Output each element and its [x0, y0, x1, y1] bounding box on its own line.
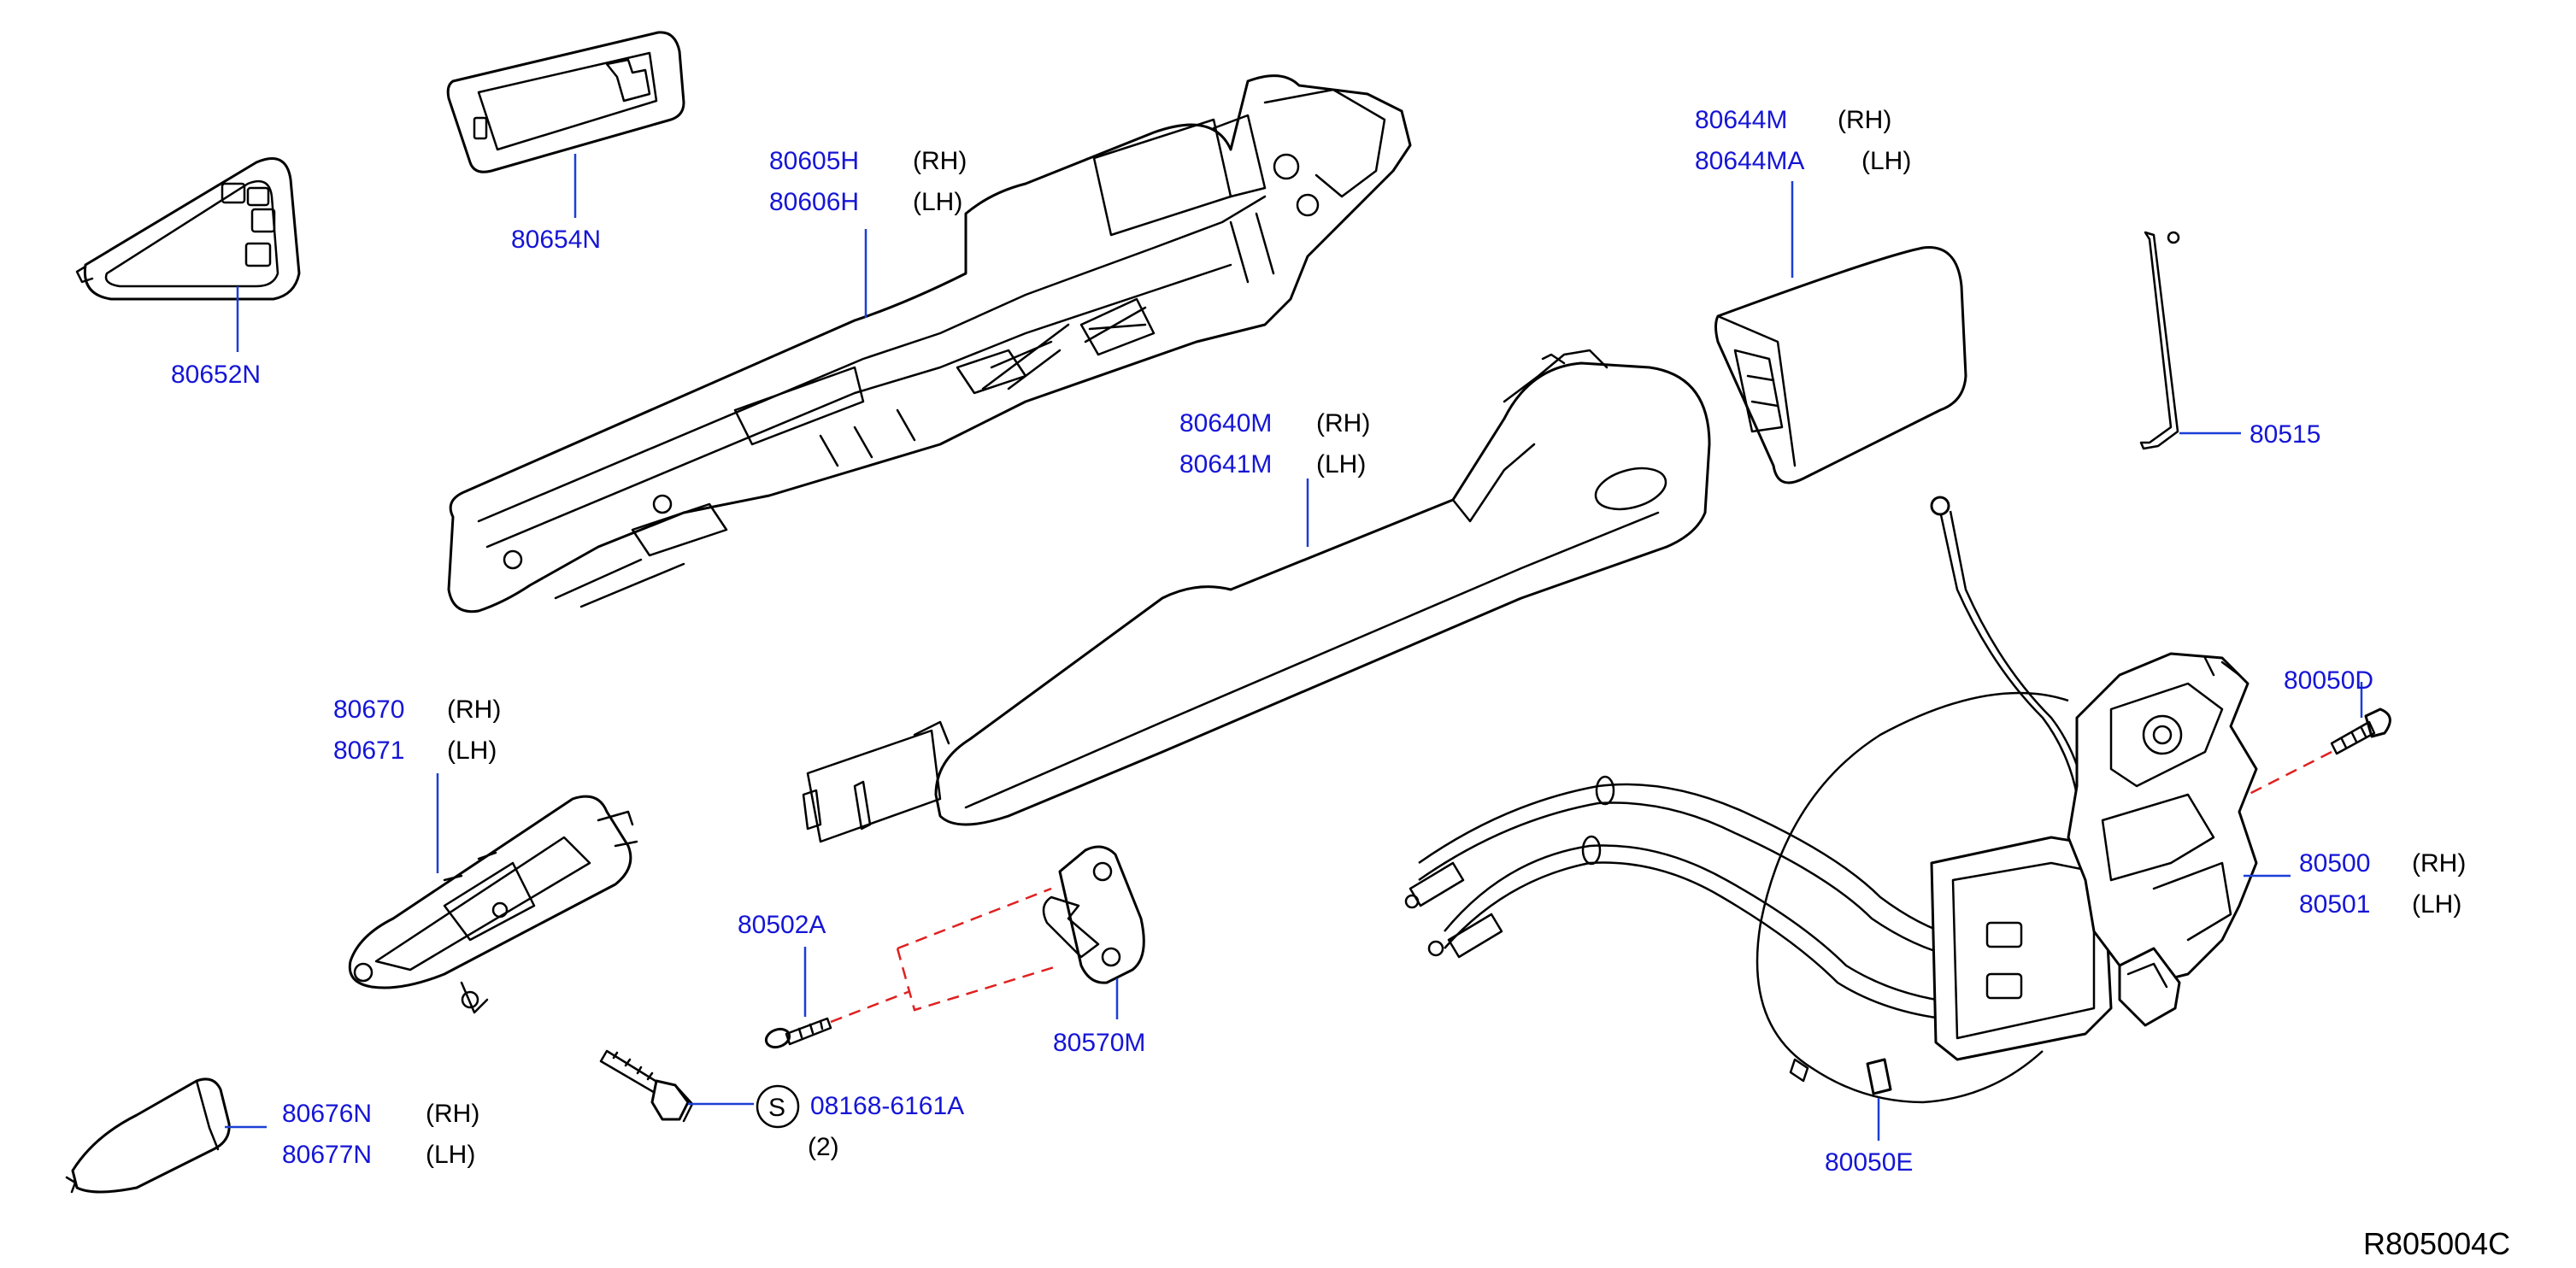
- label-80654N: 80654N: [511, 226, 601, 254]
- label-80641M: 80641M: [1179, 450, 1272, 478]
- label-80670-side: (RH): [447, 696, 501, 724]
- label-80641M-side: (LH): [1316, 450, 1366, 478]
- part-80050D-screw: [2330, 707, 2391, 755]
- label-80606H-side: (LH): [913, 188, 962, 216]
- label-08168-6161A-qty: (2): [808, 1133, 839, 1161]
- part-80502A-screw: [764, 1017, 832, 1049]
- part-80652N-escutcheon: [75, 157, 301, 301]
- label-80671: 80671: [333, 737, 404, 765]
- part-80500-latch-assembly: [1404, 496, 2258, 1104]
- s-symbol-circle: [756, 1084, 800, 1129]
- label-80501-side: (LH): [2412, 890, 2461, 919]
- label-80644MA: 80644MA: [1695, 147, 1804, 175]
- label-80671-side: (LH): [447, 737, 497, 765]
- part-80515-rod: [2139, 231, 2180, 450]
- label-80570M: 80570M: [1053, 1029, 1145, 1057]
- label-80670: 80670: [333, 696, 404, 724]
- label-80652N: 80652N: [171, 361, 261, 389]
- label-80515: 80515: [2250, 420, 2320, 449]
- part-80654N-gasket: [446, 31, 685, 173]
- part-80640M-outer-handle: [802, 349, 1711, 843]
- label-80606H: 80606H: [769, 188, 859, 216]
- label-80050D: 80050D: [2284, 666, 2373, 695]
- part-80605H-handle-bracket: [447, 74, 1412, 613]
- label-80605H-side: (RH): [913, 147, 967, 175]
- label-80501: 80501: [2299, 890, 2370, 919]
- part-80570M-striker: [1042, 845, 1145, 984]
- label-80640M: 80640M: [1179, 409, 1272, 437]
- label-80677N: 80677N: [282, 1141, 372, 1169]
- part-08168-6161A-bolt: [599, 1049, 694, 1123]
- part-80670-inside-handle: [348, 795, 638, 1014]
- label-80605H: 80605H: [769, 147, 859, 175]
- reference-code: R805004C: [2363, 1226, 2510, 1261]
- label-80676N-side: (RH): [426, 1100, 479, 1128]
- part-80676N-cap: [65, 1077, 231, 1194]
- label-80644M-side: (RH): [1838, 106, 1891, 134]
- label-s-symbol: S: [768, 1094, 785, 1122]
- label-80500: 80500: [2299, 849, 2370, 878]
- label-80640M-side: (RH): [1316, 409, 1370, 437]
- label-80050E: 80050E: [1825, 1148, 1913, 1177]
- label-80502A: 80502A: [738, 911, 826, 939]
- label-80644M: 80644M: [1695, 106, 1787, 134]
- label-80500-side: (RH): [2412, 849, 2466, 878]
- label-08168-6161A: 08168-6161A: [810, 1092, 964, 1120]
- label-80676N: 80676N: [282, 1100, 372, 1128]
- label-80644MA-side: (LH): [1861, 147, 1911, 175]
- part-80644M-cap: [1714, 246, 1967, 484]
- label-80677N-side: (LH): [426, 1141, 475, 1169]
